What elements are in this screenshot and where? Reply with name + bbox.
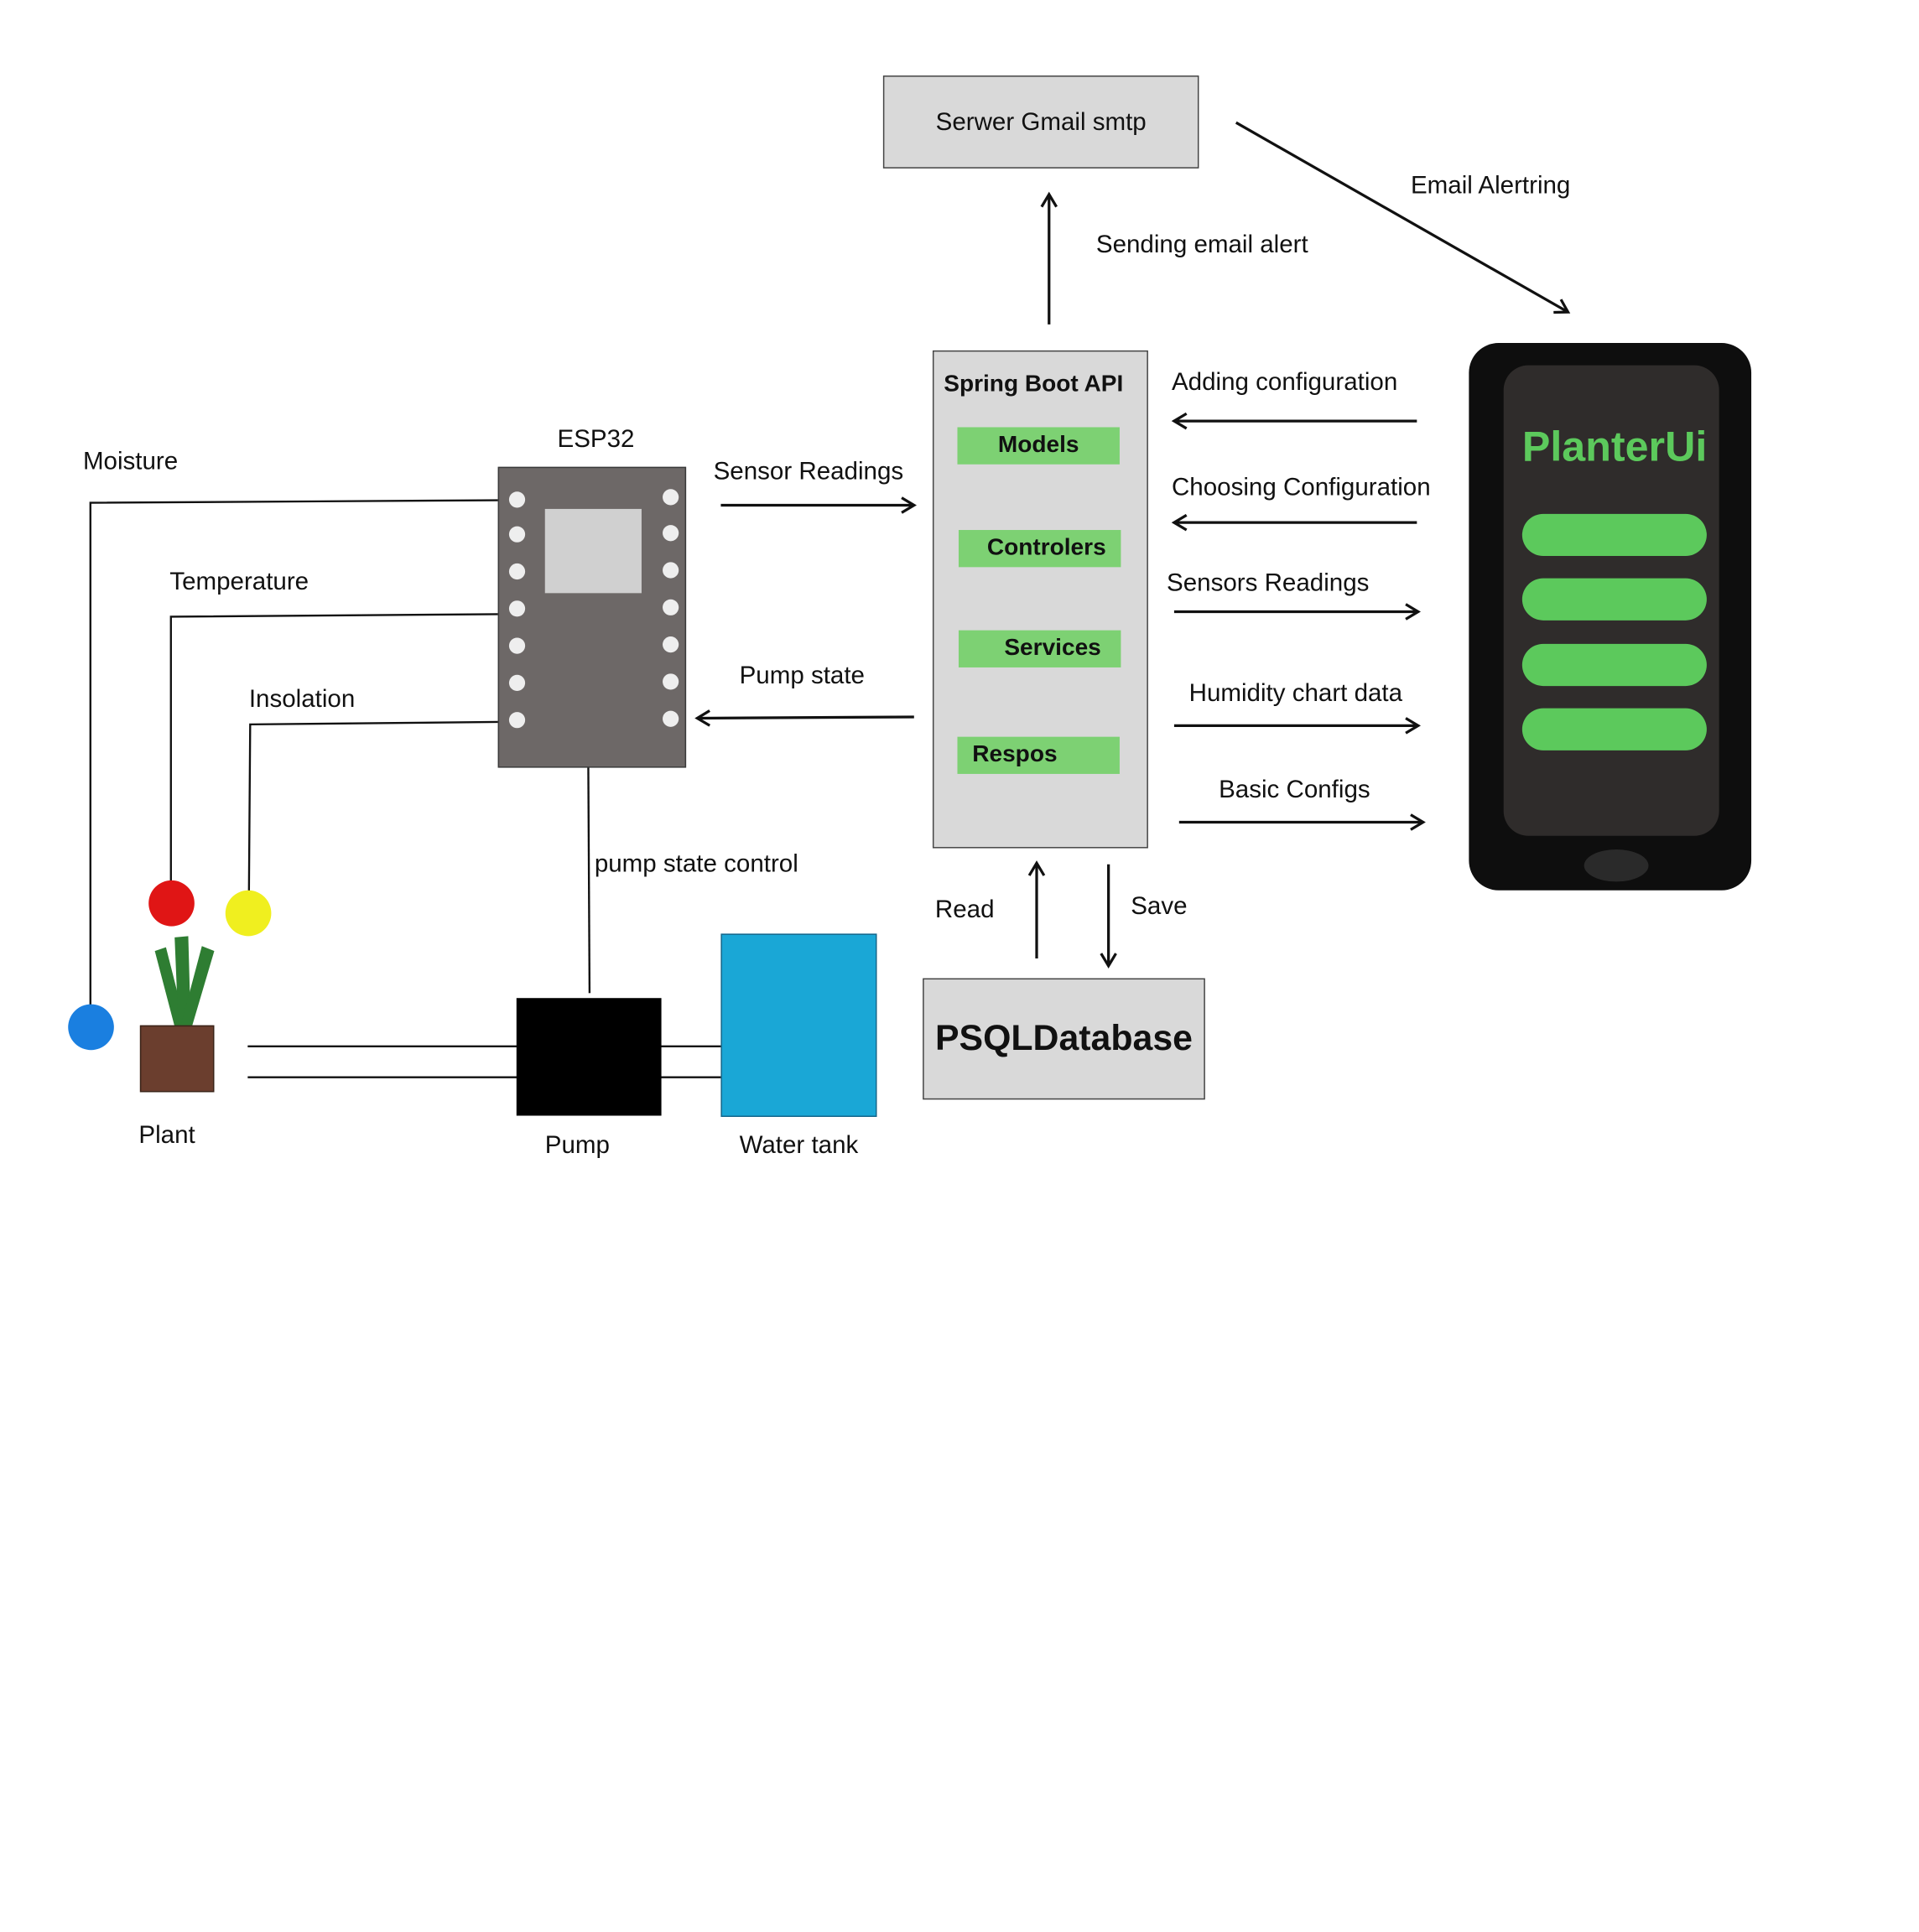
flow-label-sensors-readings: Sensors Readings <box>1167 569 1370 597</box>
phone-app-button[interactable] <box>1521 513 1707 557</box>
phone-home-button <box>1584 849 1649 882</box>
flow-label-email-alerting: Email Alertring <box>1410 172 1571 200</box>
smtp-server-box: Serwer Gmail smtp <box>882 75 1199 169</box>
temperature-label: Temperature <box>169 568 309 596</box>
pump-label: Pump <box>544 1131 610 1160</box>
arrow-api-to-esp32 <box>694 709 914 727</box>
phone-app-name: PlanterUi <box>1521 423 1708 471</box>
esp32-pin <box>663 710 679 727</box>
flow-label-sensor-readings: Sensor Readings <box>713 458 904 486</box>
esp32-pin <box>663 562 679 579</box>
api-layer-services: Services <box>958 630 1121 667</box>
temperature-sensor-icon <box>148 880 195 927</box>
esp32-pin <box>663 599 679 615</box>
wire-temperature <box>169 613 498 882</box>
arrow-smtp-to-phone <box>1235 121 1571 314</box>
flow-label-save: Save <box>1131 892 1188 921</box>
database-box: PSQLDatabase <box>923 978 1205 1100</box>
flow-label-adding-configuration: Adding configuration <box>1171 369 1398 397</box>
moisture-sensor-icon <box>68 1004 114 1051</box>
wire-pump-control <box>587 767 591 994</box>
pump-block <box>516 998 662 1116</box>
phone-app-button[interactable] <box>1521 578 1707 621</box>
esp32-pin <box>508 637 526 654</box>
esp32-pin <box>508 563 526 580</box>
api-layer-controlers: Controlers <box>958 530 1121 568</box>
flow-label-choosing-configuration: Choosing Configuration <box>1171 474 1431 502</box>
plant-pot <box>139 1025 215 1093</box>
esp32-pin <box>663 636 679 653</box>
flow-label-pump-state: Pump state <box>739 662 865 690</box>
flow-label-basic-configs: Basic Configs <box>1219 776 1370 804</box>
esp32-label: ESP32 <box>557 425 635 454</box>
esp32-board <box>497 466 687 768</box>
database-label: PSQLDatabase <box>934 1018 1193 1058</box>
wire-insolation <box>247 720 498 892</box>
api-layer-respos: Respos <box>957 736 1120 774</box>
plant-label: Plant <box>138 1121 195 1150</box>
esp32-pin <box>508 491 526 508</box>
flow-label-read: Read <box>934 896 995 924</box>
esp32-pin <box>663 525 679 542</box>
flow-label-sending-email-alert: Sending email alert <box>1095 231 1308 259</box>
esp32-pin <box>508 526 526 543</box>
wire-moisture <box>89 499 498 1006</box>
esp32-chip <box>544 508 642 594</box>
smtp-server-label: Serwer Gmail smtp <box>935 108 1147 136</box>
moisture-label: Moisture <box>82 448 179 476</box>
esp32-pin <box>508 712 526 729</box>
api-title: Spring Boot API <box>944 371 1124 398</box>
flow-label-humidity-chart-data: Humidity chart data <box>1188 679 1403 708</box>
esp32-pin <box>663 673 679 690</box>
esp32-pin <box>508 674 526 691</box>
insolation-label: Insolation <box>248 686 356 714</box>
water-tank-block <box>720 933 877 1117</box>
phone-app-button[interactable] <box>1521 708 1707 750</box>
connectors <box>89 121 1571 1078</box>
esp32-pin <box>508 600 526 617</box>
api-layer-models: Models <box>957 427 1120 465</box>
phone-app-button[interactable] <box>1521 643 1707 687</box>
water-tank-label: Water tank <box>739 1131 859 1160</box>
plant-leaves-icon <box>154 936 215 1027</box>
insolation-sensor-icon <box>225 890 272 937</box>
esp32-pin <box>663 489 679 506</box>
flow-label-pump-state-control: pump state control <box>594 850 798 878</box>
